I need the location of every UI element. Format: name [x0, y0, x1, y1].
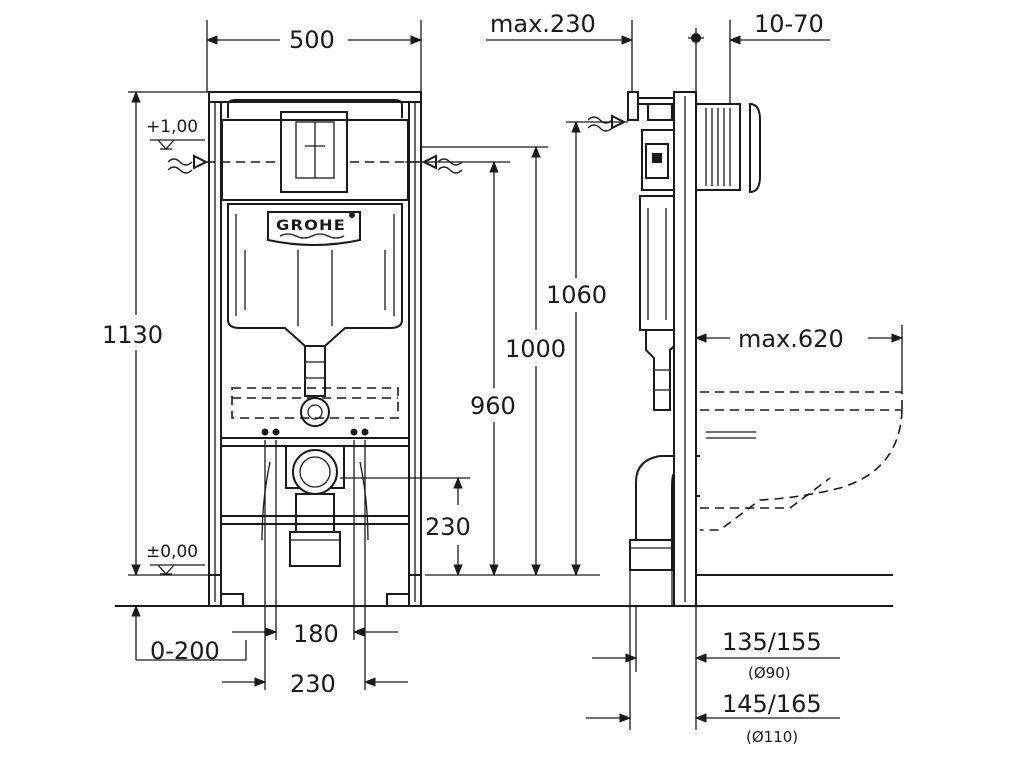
bolt-spacing-inner-label: 180	[293, 620, 339, 648]
grohe-logo: GROHE	[267, 211, 361, 246]
cistern	[221, 99, 409, 427]
side-actuator	[696, 102, 761, 194]
dim-frame-width: 500	[205, 20, 423, 92]
frame-height-label: 1130	[102, 321, 163, 349]
drain-height-label: 230	[425, 513, 471, 541]
level-floor-label: ±0,00	[146, 542, 198, 562]
offset-d90-note: (Ø90)	[748, 664, 791, 682]
side-inlet	[587, 114, 627, 132]
max-depth-top-label: max.230	[490, 10, 596, 38]
dim-max-depth-top: max.230	[486, 10, 634, 92]
dim-wall-thickness: 10-70	[688, 10, 830, 104]
actuator-height-label: 1060	[546, 281, 607, 309]
bolt-spacing-outer-label: 230	[290, 670, 336, 698]
dim-drain-offset: 0-200	[131, 604, 247, 665]
dim-max-projection: max.620	[694, 325, 904, 392]
wall-thickness-label: 10-70	[754, 10, 824, 38]
level-top-label: +1,00	[146, 117, 198, 137]
logo-text: GROHE	[276, 218, 346, 234]
side-bowl-dashed	[696, 391, 903, 531]
water-inlet-height-label: 960	[470, 392, 516, 420]
top-frame-height-label: 1000	[505, 335, 566, 363]
drain-offset-label: 0-200	[150, 637, 220, 665]
dim-bolt-spacing: 180 230	[222, 440, 408, 698]
max-projection-label: max.620	[738, 325, 844, 353]
dim-drain-height: 230	[340, 476, 600, 577]
dim-drain-offsets: 135/155 (Ø90) 145/165 (Ø110)	[586, 606, 840, 746]
level-marks: +1,00 ±0,00	[128, 117, 209, 576]
offset-d110-label: 145/165	[722, 690, 822, 718]
offset-d90-label: 135/155	[722, 628, 822, 656]
dim-inlet-heights: 960 1000 1060	[405, 120, 628, 577]
side-cistern	[627, 91, 675, 606]
side-wall	[673, 91, 893, 607]
drain-assembly	[261, 428, 369, 567]
offset-d110-note: (Ø110)	[746, 728, 798, 746]
frame-width-label: 500	[289, 26, 335, 54]
dim-frame-height: 1130	[102, 90, 209, 577]
